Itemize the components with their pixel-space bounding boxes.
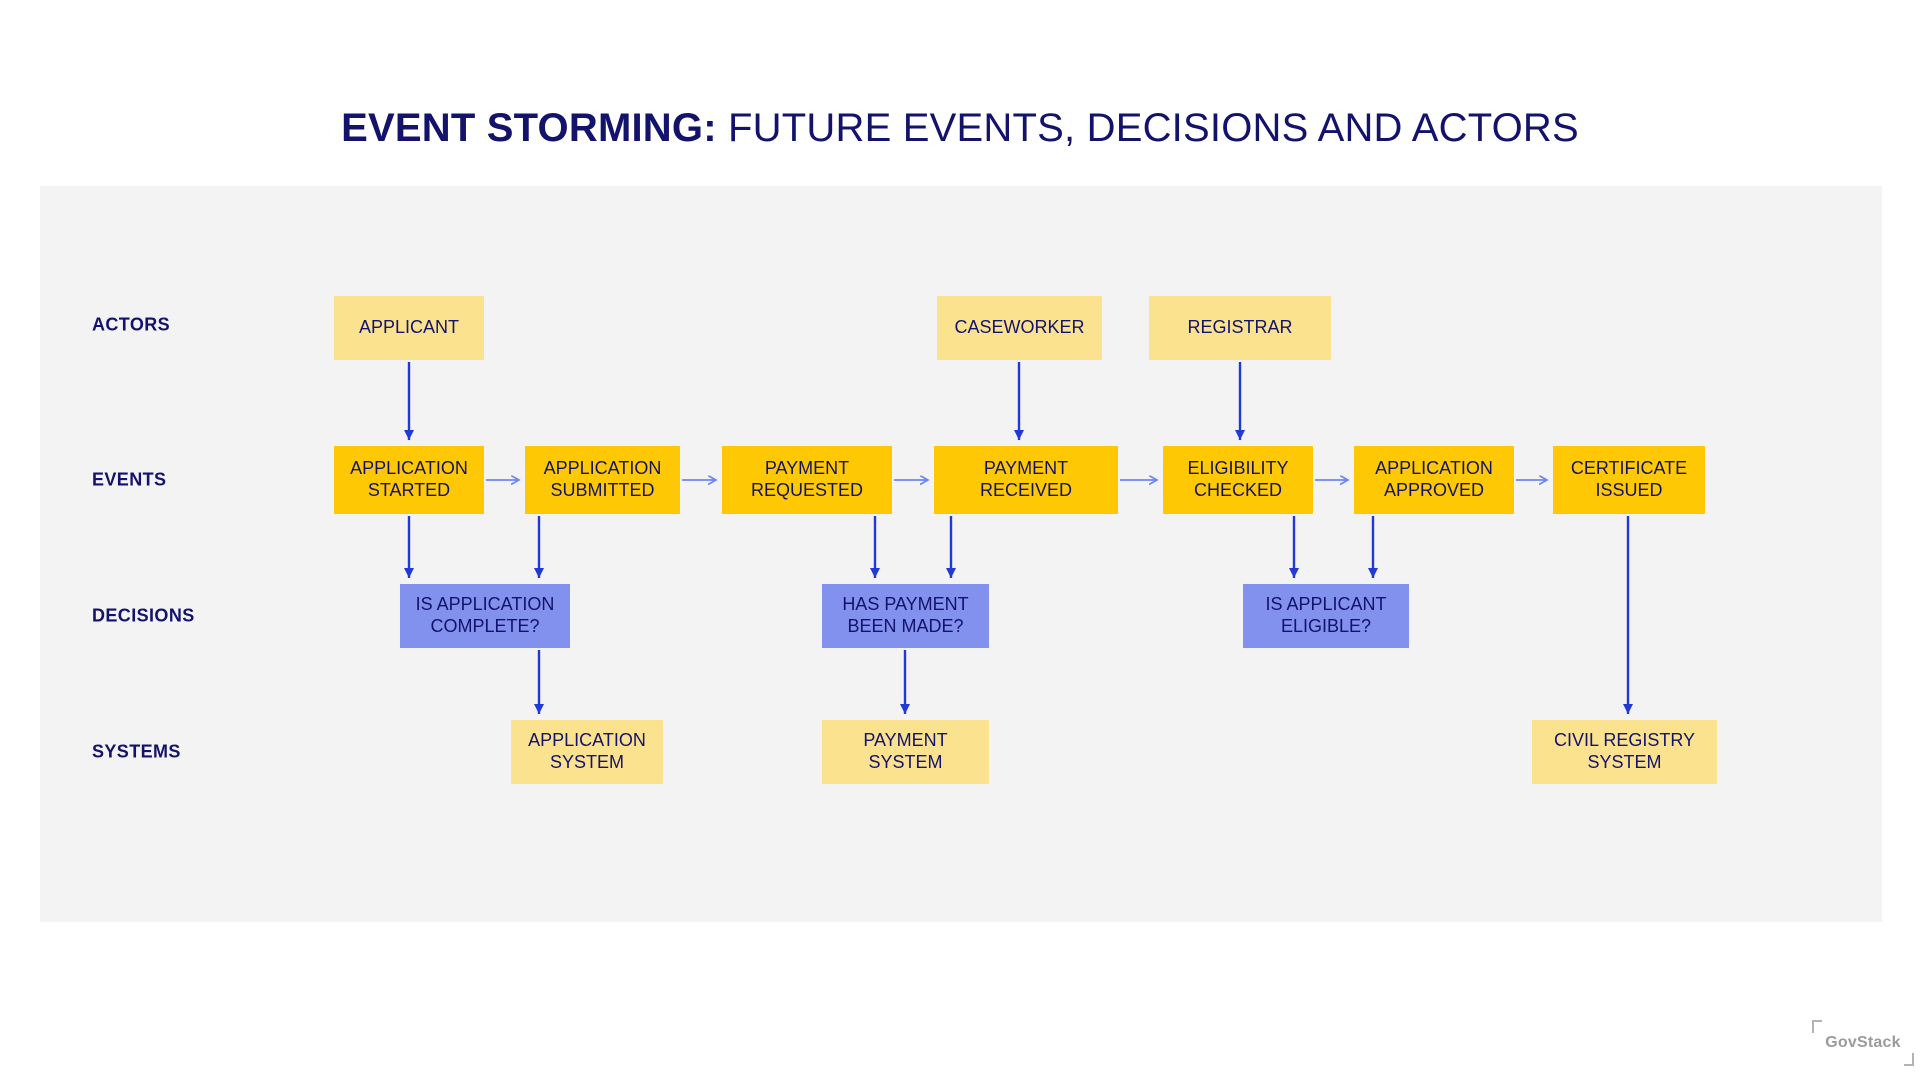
- page-title: EVENT STORMING: FUTURE EVENTS, DECISIONS…: [0, 104, 1920, 152]
- event-application-submitted: APPLICATION SUBMITTED: [525, 446, 680, 514]
- title-emphasis: EVENT STORMING:: [341, 106, 717, 150]
- title-text: FUTURE EVENTS, DECISIONS AND ACTORS: [728, 106, 1579, 150]
- system-civil-registry-system: CIVIL REGISTRY SYSTEM: [1532, 720, 1717, 784]
- decision-is-application-complete: IS APPLICATION COMPLETE?: [400, 584, 570, 648]
- govstack-logo: GovStack: [1812, 1020, 1914, 1066]
- logo-bracket-bottomright-icon: [1904, 1053, 1914, 1066]
- event-application-started: APPLICATION STARTED: [334, 446, 484, 514]
- row-label-decisions: DECISIONS: [92, 605, 195, 626]
- system-application-system: APPLICATION SYSTEM: [511, 720, 663, 784]
- decision-is-applicant-eligible: IS APPLICANT ELIGIBLE?: [1243, 584, 1409, 648]
- event-eligibility-checked: ELIGIBILITY CHECKED: [1163, 446, 1313, 514]
- event-payment-requested: PAYMENT REQUESTED: [722, 446, 892, 514]
- actor-applicant: APPLICANT: [334, 296, 484, 360]
- event-payment-received: PAYMENT RECEIVED: [934, 446, 1118, 514]
- row-label-systems: SYSTEMS: [92, 741, 181, 762]
- row-label-events: EVENTS: [92, 469, 167, 490]
- logo-bracket-topleft-icon: [1812, 1020, 1822, 1033]
- row-label-actors: ACTORS: [92, 314, 171, 335]
- event-certificate-issued: CERTIFICATE ISSUED: [1553, 446, 1705, 514]
- actor-registrar: REGISTRAR: [1149, 296, 1331, 360]
- govstack-logo-text: GovStack: [1825, 1034, 1901, 1051]
- actor-caseworker: CASEWORKER: [937, 296, 1102, 360]
- system-payment-system: PAYMENT SYSTEM: [822, 720, 989, 784]
- event-application-approved: APPLICATION APPROVED: [1354, 446, 1514, 514]
- decision-has-payment-been-made: HAS PAYMENT BEEN MADE?: [822, 584, 989, 648]
